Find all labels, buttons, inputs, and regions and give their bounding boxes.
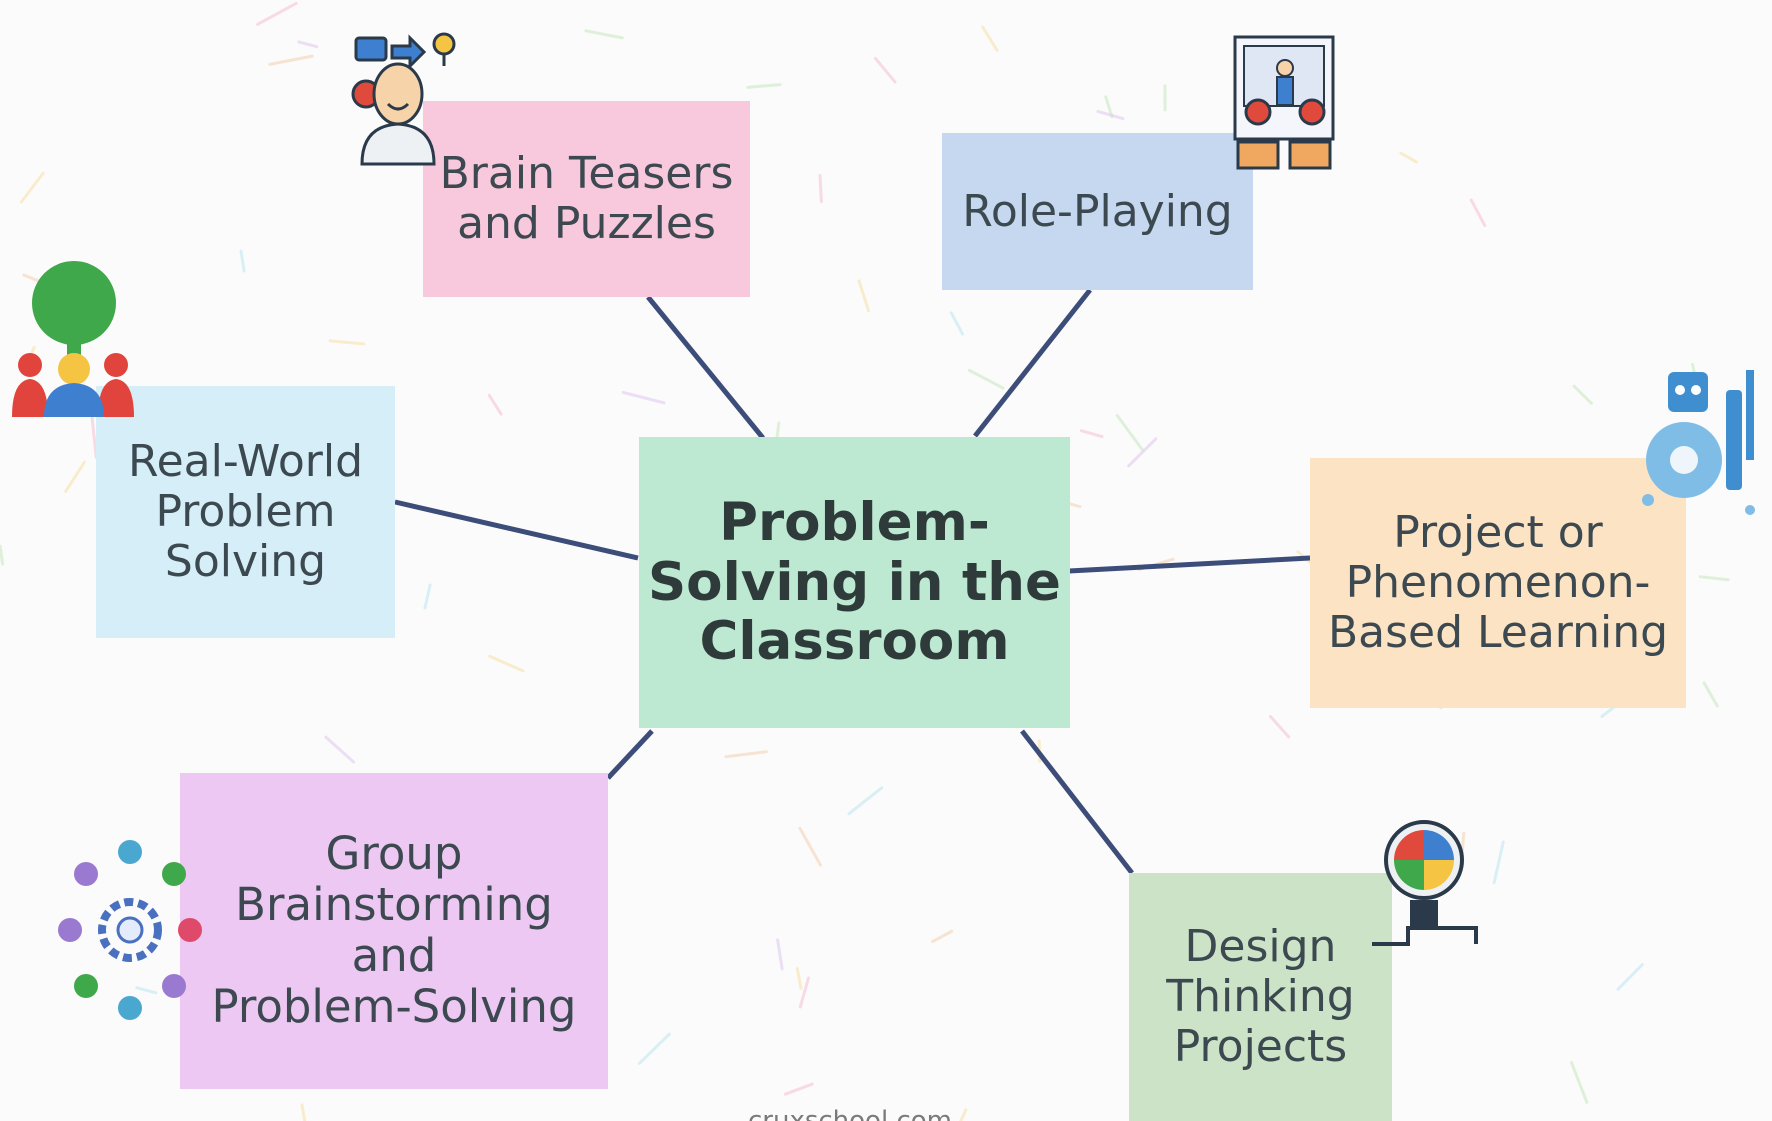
confetti-dash xyxy=(328,339,366,346)
confetti-dash xyxy=(300,1103,307,1121)
confetti-dash xyxy=(19,171,45,204)
confetti-dash xyxy=(90,412,98,459)
confetti-dash xyxy=(1399,151,1419,164)
confetti-dash xyxy=(931,929,954,944)
node-brain-teasers: Brain Teasers and Puzzles xyxy=(423,101,750,297)
confetti-dash xyxy=(256,1,298,26)
node-real-world: Real-World Problem Solving xyxy=(96,386,395,638)
confetti-dash xyxy=(818,174,823,204)
confetti-dash xyxy=(297,40,319,49)
confetti-dash xyxy=(1096,109,1125,121)
confetti-dash xyxy=(1492,840,1505,885)
node-real-world-label: Real-World Problem Solving xyxy=(127,436,364,587)
connector-design-thinking xyxy=(1020,729,1134,875)
central-topic-box: Problem- Solving in the Classroom xyxy=(639,437,1070,728)
confetti-dash xyxy=(268,54,314,66)
confetti-dash xyxy=(1469,198,1487,227)
confetti-dash xyxy=(857,279,871,313)
node-group-brainstorming: Group Brainstorming and Problem-Solving xyxy=(180,773,608,1089)
confetti-dash xyxy=(487,393,503,416)
node-project-phenomenon: Project or Phenomenon- Based Learning xyxy=(1310,458,1686,708)
team-idea-icon xyxy=(12,261,134,417)
confetti-dash xyxy=(1616,963,1644,991)
confetti-dash xyxy=(795,966,803,990)
confetti-dash xyxy=(1127,437,1158,468)
confetti-dash xyxy=(324,735,356,764)
node-role-playing-label: Role-Playing xyxy=(962,185,1233,237)
confetti-dash xyxy=(798,826,822,867)
confetti-dash xyxy=(873,56,897,84)
node-project-phenomenon-label: Project or Phenomenon- Based Learning xyxy=(1327,507,1669,658)
confetti-dash xyxy=(64,460,86,493)
confetti-dash xyxy=(637,1032,671,1065)
confetti-dash xyxy=(949,311,965,336)
confetti-dash xyxy=(967,368,1005,390)
confetti-dash xyxy=(1570,1061,1589,1104)
confetti-dash xyxy=(783,1082,814,1096)
lightbulb-puzzle-icon xyxy=(1372,820,1478,946)
connector-real-world xyxy=(394,499,639,561)
confetti-dash xyxy=(239,249,246,273)
presentation-icon xyxy=(1233,35,1335,170)
confetti-dash xyxy=(959,1108,968,1121)
confetti-dash xyxy=(1079,429,1104,439)
confetti-dash xyxy=(135,986,158,995)
confetti-dash xyxy=(1572,384,1593,405)
connector-project-phenomenon xyxy=(1068,555,1311,574)
thinking-person-icon xyxy=(351,32,456,166)
confetti-dash xyxy=(1104,95,1114,119)
confetti-dash xyxy=(0,544,5,566)
confetti-dash xyxy=(724,750,768,759)
footer-website: cruxschool.com xyxy=(747,1106,952,1121)
confetti-dash xyxy=(1268,715,1291,739)
confetti-dash xyxy=(1698,575,1730,582)
confetti-dash xyxy=(1115,413,1144,452)
connector-group-brainstorming xyxy=(606,729,654,780)
confetti-dash xyxy=(776,938,784,971)
node-brain-teasers-label: Brain Teasers and Puzzles xyxy=(439,148,734,249)
confetti-dash xyxy=(488,654,525,673)
confetti-dash xyxy=(746,83,782,89)
confetti-dash xyxy=(621,390,666,405)
connector-role-playing xyxy=(973,288,1092,438)
confetti-dash xyxy=(584,29,624,40)
confetti-dash xyxy=(1702,681,1719,708)
central-topic-label: Problem- Solving in the Classroom xyxy=(648,491,1061,673)
confetti-dash xyxy=(423,583,432,610)
node-role-playing: Role-Playing xyxy=(942,133,1253,290)
node-design-thinking: Design Thinking Projects xyxy=(1129,873,1392,1121)
confetti-dash xyxy=(981,25,999,52)
network-gear-icon xyxy=(58,840,202,1020)
node-group-brainstorming-label: Group Brainstorming and Problem-Solving xyxy=(211,827,577,1033)
node-design-thinking-label: Design Thinking Projects xyxy=(1166,921,1355,1072)
confetti-dash xyxy=(798,976,810,1009)
robot-gear-icon xyxy=(1642,370,1755,515)
confetti-dash xyxy=(847,786,884,816)
connector-brain-teasers xyxy=(646,295,765,440)
